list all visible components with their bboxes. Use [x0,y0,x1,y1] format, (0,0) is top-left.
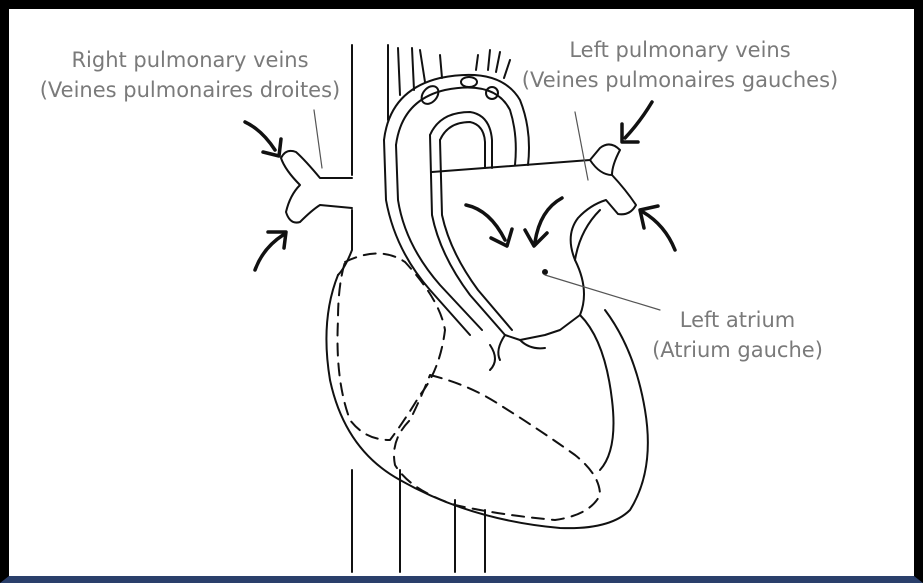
label-left-atrium-fr: (Atrium gauche) [650,335,825,365]
right-pulmonary-veins [281,151,352,223]
leader-lines [314,110,660,310]
flow-arrows [245,102,675,270]
arrow-icon [622,102,652,142]
label-left-atrium: Left atrium (Atrium gauche) [650,305,825,365]
arrow-icon [525,198,562,246]
aortic-arch [384,48,529,335]
label-left-pulmonary-veins-fr: (Veines pulmonaires gauches) [520,65,840,95]
arrow-icon [466,205,512,246]
label-left-pulmonary-veins-en: Left pulmonary veins [520,35,840,65]
arrow-icon [245,122,281,156]
label-left-pulmonary-veins: Left pulmonary veins (Veines pulmonaires… [520,35,840,95]
arrow-icon [640,206,675,250]
label-right-pulmonary-veins-fr: (Veines pulmonaires droites) [35,75,345,105]
label-left-atrium-en: Left atrium [650,305,825,335]
label-right-pulmonary-veins-en: Right pulmonary veins [35,45,345,75]
label-right-pulmonary-veins: Right pulmonary veins (Veines pulmonaire… [35,45,345,105]
arrow-icon [255,232,286,270]
